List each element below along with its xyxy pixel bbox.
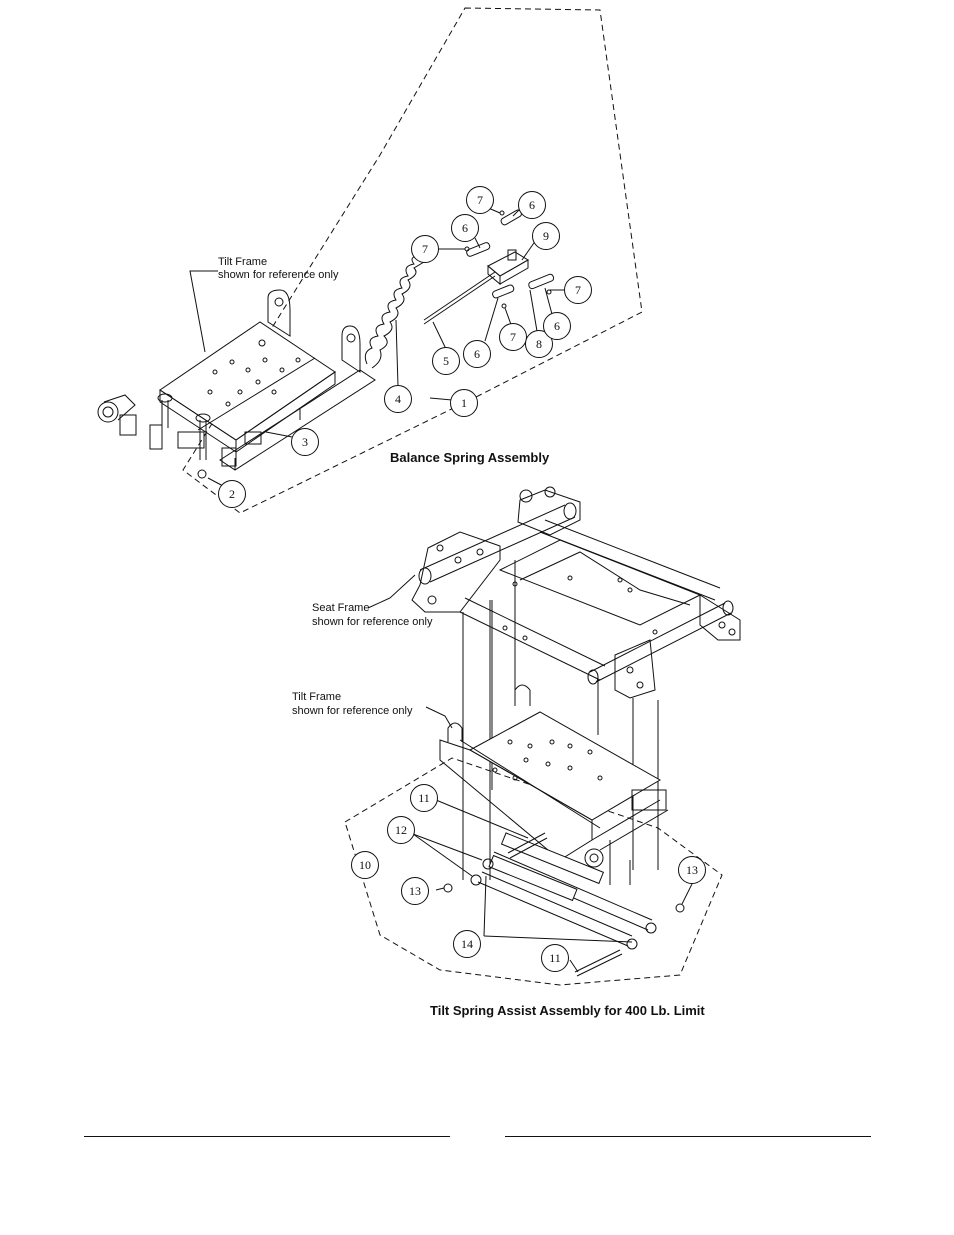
gas-springs <box>443 832 685 977</box>
balance-group-outline <box>182 7 643 514</box>
balance-title: Balance Spring Assembly <box>390 450 550 465</box>
seat-frame-label-1: Seat Frame <box>312 602 370 614</box>
tilt-frame-label-1: Tilt Frame <box>292 691 342 703</box>
balance-ref-label-2: shown for reference only <box>218 269 339 281</box>
balance-spring <box>364 255 425 369</box>
tilt-callout: 14 <box>453 930 481 958</box>
seat-frame-label-2: shown for reference only <box>312 616 433 628</box>
tilt-frame <box>439 684 669 885</box>
balance-callout: 5 <box>432 347 460 375</box>
balance-callout: 6 <box>518 191 546 219</box>
footer-rule-left <box>84 1136 450 1137</box>
balance-clevis <box>487 249 529 286</box>
footer-rule-right <box>505 1136 871 1137</box>
balance-callout: 2 <box>218 480 246 508</box>
tilt-group-outline <box>344 757 723 986</box>
balance-callout: 7 <box>499 323 527 351</box>
balance-callout: 6 <box>543 312 571 340</box>
tilt-callout: 11 <box>541 944 569 972</box>
balance-ref-label-1: Tilt Frame <box>218 256 268 268</box>
balance-callout: 9 <box>532 222 560 250</box>
balance-callout: 7 <box>411 235 439 263</box>
balance-callout: 3 <box>291 428 319 456</box>
tilt-callout: 10 <box>351 851 379 879</box>
balance-callout: 4 <box>384 385 412 413</box>
balance-callout: 1 <box>450 389 478 417</box>
tilt-callout: 13 <box>678 856 706 884</box>
tilt-title: Tilt Spring Assist Assembly for 400 Lb. … <box>430 1003 705 1018</box>
seat-frame <box>411 486 741 699</box>
balance-tilt-frame <box>97 289 376 471</box>
balance-callout: 7 <box>466 186 494 214</box>
balance-callout: 6 <box>463 340 491 368</box>
balance-callout: 6 <box>451 214 479 242</box>
tilt-callout: 12 <box>387 816 415 844</box>
tilt-callout: 11 <box>410 784 438 812</box>
balance-callout: 7 <box>564 276 592 304</box>
tilt-frame-label-2: shown for reference only <box>292 705 413 717</box>
tilt-callout: 13 <box>401 877 429 905</box>
